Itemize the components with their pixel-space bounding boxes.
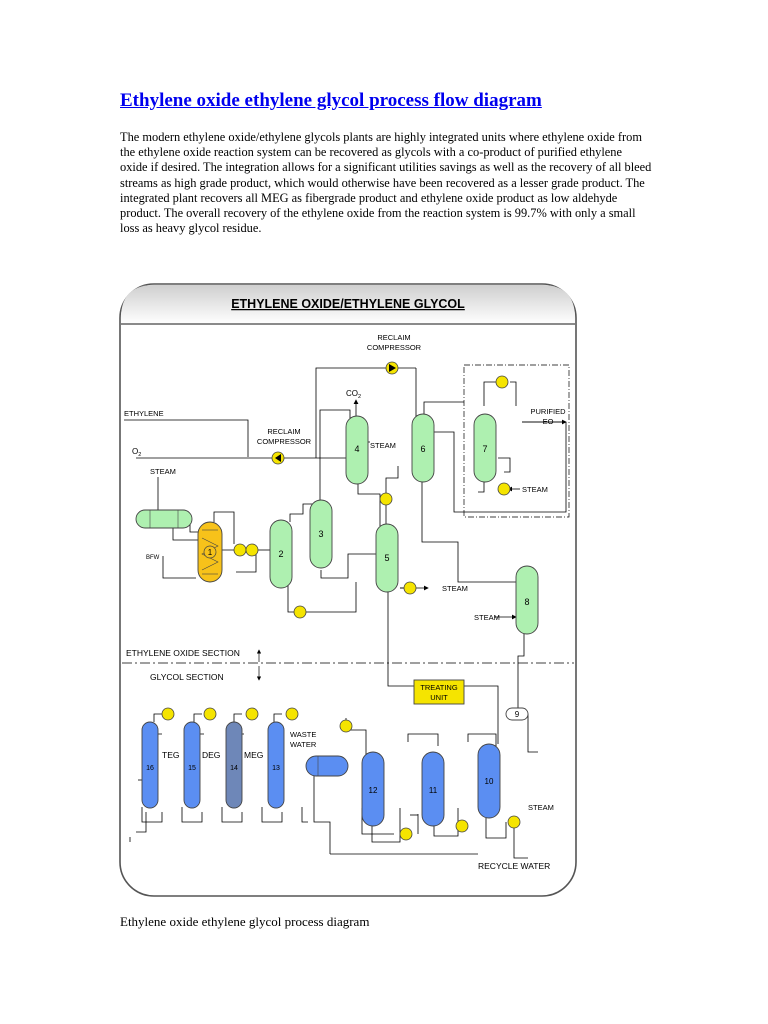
svg-text:EO: EO (543, 417, 554, 426)
svg-text:BFW: BFW (146, 555, 160, 561)
compressor-mid (271, 451, 285, 465)
svg-text:3: 3 (318, 529, 323, 539)
svg-text:STEAM: STEAM (522, 485, 548, 494)
diagram-header (121, 285, 575, 324)
svg-text:CO2: CO2 (346, 389, 361, 400)
glycol-section-label: GLYCOL SECTION (150, 672, 224, 682)
compressor-top (385, 361, 399, 375)
svg-text:12: 12 (369, 786, 378, 795)
svg-text:TREATING: TREATING (420, 683, 458, 692)
diagram-labels: RECLAIM COMPRESSOR RECLAIM COMPRESSOR CO… (124, 333, 566, 871)
vessel-9: 9 (505, 707, 529, 721)
svg-text:STEAM: STEAM (150, 467, 176, 476)
steam-drum (135, 509, 193, 529)
figure-caption: Ethylene oxide ethylene glycol process d… (120, 914, 370, 929)
svg-text:14: 14 (230, 765, 238, 772)
column-14: 14 (225, 721, 243, 809)
column-11: 11 (421, 751, 445, 827)
svg-text:PURIFIED: PURIFIED (530, 407, 566, 416)
svg-text:COMPRESSOR: COMPRESSOR (257, 437, 312, 446)
treating-unit: TREATING UNIT (413, 679, 465, 705)
svg-text:O2: O2 (132, 447, 141, 458)
svg-text:WATER: WATER (290, 740, 317, 749)
column-4: 4 (345, 415, 369, 485)
svg-text:8: 8 (524, 597, 529, 607)
svg-text:WASTE: WASTE (290, 730, 316, 739)
purified-eo-boundary (463, 364, 570, 518)
svg-text:UNIT: UNIT (430, 693, 448, 702)
article-body: The modern ethylene oxide/ethylene glyco… (120, 130, 652, 236)
svg-text:MEG: MEG (244, 750, 263, 760)
svg-text:1: 1 (208, 548, 213, 557)
article-title[interactable]: Ethylene oxide ethylene glycol process f… (120, 90, 542, 111)
svg-text:RECLAIM: RECLAIM (267, 427, 300, 436)
svg-text:ETHYLENE: ETHYLENE (124, 409, 164, 418)
svg-text:STEAM: STEAM (474, 613, 500, 622)
svg-text:7: 7 (482, 444, 487, 454)
svg-text:DEG: DEG (202, 750, 220, 760)
svg-text:STEAM: STEAM (528, 803, 554, 812)
svg-text:TEG: TEG (162, 750, 179, 760)
svg-text:6: 6 (420, 444, 425, 454)
svg-text:5: 5 (384, 553, 389, 563)
column-16: 16 (141, 721, 159, 809)
svg-text:STEAM: STEAM (370, 441, 396, 450)
column-6: 6 (411, 413, 435, 483)
svg-text:13: 13 (272, 765, 280, 772)
svg-text:11: 11 (429, 786, 438, 795)
column-12: 12 (361, 751, 385, 827)
svg-text:STEAM: STEAM (442, 584, 468, 593)
diagram-title: ETHYLENE OXIDE/ETHYLENE GLYCOL (231, 297, 465, 311)
eo-section-label: ETHYLENE OXIDE SECTION (126, 648, 240, 658)
column-15: 15 (183, 721, 201, 809)
column-7: 7 (473, 413, 497, 483)
svg-text:2: 2 (278, 549, 283, 559)
svg-text:16: 16 (146, 765, 154, 772)
eo-process-lines (124, 367, 567, 753)
column-13: 13 (267, 721, 285, 809)
svg-text:RECLAIM: RECLAIM (377, 333, 410, 342)
svg-text:15: 15 (188, 765, 196, 772)
svg-text:4: 4 (354, 444, 359, 454)
svg-text:9: 9 (515, 710, 520, 719)
column-5: 5 (375, 523, 399, 593)
svg-text:RECYCLE WATER: RECYCLE WATER (478, 861, 550, 871)
flash-drum (305, 755, 349, 777)
svg-text:10: 10 (485, 777, 494, 786)
column-8: 8 (515, 565, 539, 635)
svg-text:COMPRESSOR: COMPRESSOR (367, 343, 422, 352)
process-flow-diagram: ETHYLENE OXIDE/ETHYLENE GLYCOL ETHYLENE … (119, 283, 577, 897)
column-3: 3 (309, 499, 333, 569)
reactor-1: 1 (197, 521, 223, 583)
column-2: 2 (269, 519, 293, 589)
heat-exchangers (233, 375, 511, 619)
glycol-exchangers (161, 707, 521, 841)
column-10: 10 (477, 743, 501, 819)
